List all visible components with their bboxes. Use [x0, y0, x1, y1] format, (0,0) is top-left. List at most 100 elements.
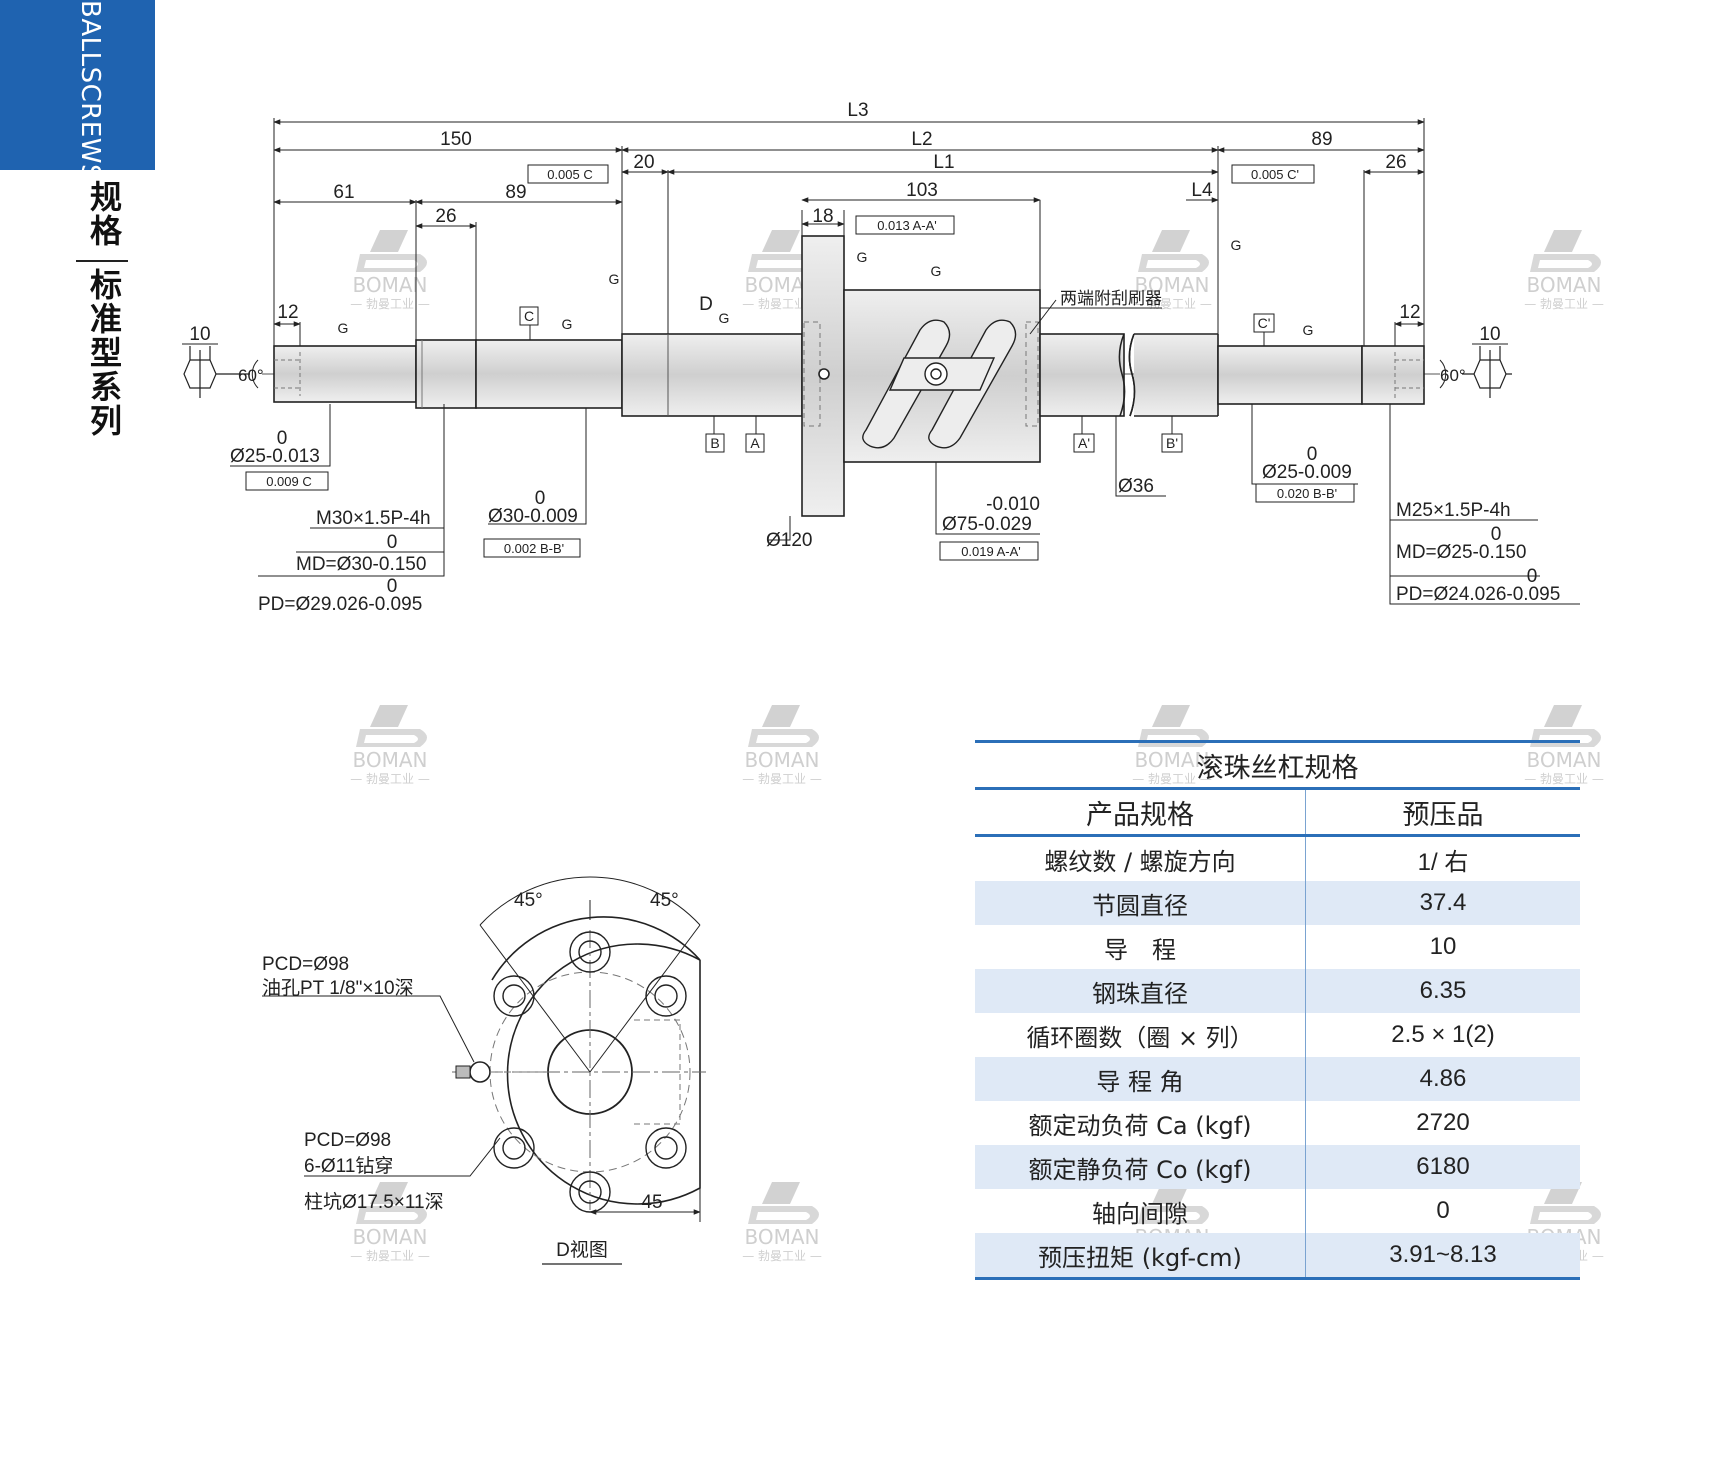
- dim-l2: L2: [911, 129, 932, 150]
- row-value: 6.35: [1305, 969, 1580, 1013]
- label-d30-top: 0: [535, 488, 546, 509]
- label-m30: M30×1.5P-4h: [316, 508, 431, 529]
- flange-dim-45: 45: [641, 1192, 662, 1213]
- label-d30: Ø30-0.009: [488, 506, 578, 527]
- dim-20: 20: [633, 152, 654, 173]
- watermark-sub: — 勃曼工业 —: [742, 1249, 822, 1263]
- dim-61: 61: [333, 182, 354, 203]
- row-label: 节圆直径: [975, 881, 1306, 925]
- dim-12-left: 12: [277, 302, 298, 323]
- dim-10-left: 10: [189, 324, 210, 345]
- dim-10-right: 10: [1479, 324, 1500, 345]
- sidebar-tab: BALLSCREWS: [0, 0, 155, 181]
- spec-table-title: 滚珠丝杠规格: [975, 740, 1580, 790]
- spec-table-title-row: 滚珠丝杠规格: [975, 740, 1580, 790]
- table-row: 预压扭矩 (kgf-cm)3.91~8.13: [975, 1233, 1580, 1280]
- screw-shaft-left: [621, 333, 803, 417]
- row-value: 2.5 × 1(2): [1391, 1021, 1495, 1048]
- watermark-text: BOMAN: [744, 748, 819, 772]
- watermark-sub: — 勃曼工业 —: [1524, 297, 1604, 311]
- label-pd24: PD=Ø24.026-0.095: [1396, 584, 1560, 605]
- row-value: 37.4: [1305, 881, 1580, 925]
- label-md30-top: 0: [387, 532, 398, 553]
- row-value: 6180: [1305, 1145, 1580, 1189]
- tol-runout-bb2: 0.020 B-B': [1277, 486, 1337, 501]
- watermark-sub: — 勃曼工业 —: [742, 772, 822, 786]
- row-label: 轴向间隙: [975, 1189, 1306, 1233]
- row-label: 导 程 角: [975, 1057, 1306, 1101]
- datum-b: B: [710, 435, 719, 451]
- datum-a: A: [750, 435, 760, 451]
- dim-103: 103: [906, 180, 938, 201]
- table-row: 额定静负荷 Co (kgf)6180: [975, 1145, 1580, 1189]
- dim-l3: L3: [847, 100, 868, 121]
- table-row: 螺纹数 / 螺旋方向 1/ 右: [975, 835, 1580, 881]
- tol-runout-aa: 0.019 A-A': [961, 544, 1021, 559]
- tol-perp-aa: 0.013 A-A': [877, 218, 937, 233]
- hex-end-right: [1462, 346, 1512, 398]
- surface-g1: G: [338, 320, 349, 336]
- table-row: 循环圈数（圈 × 列） 2.5 × 1(2): [975, 1013, 1580, 1057]
- datum-b-prime: B': [1166, 435, 1178, 451]
- row-value: 2720: [1416, 1109, 1470, 1136]
- row-label: 额定动负荷 Ca (kgf): [975, 1101, 1306, 1145]
- label-d120: Ø120: [766, 530, 812, 551]
- dimension-lines: [182, 118, 1580, 605]
- label-md25-top: 0: [1491, 524, 1502, 545]
- oil-pcd-label: PCD=Ø98: [262, 954, 349, 975]
- return-tube: [862, 319, 1017, 449]
- left-end-journal: [273, 345, 417, 403]
- label-md30: MD=Ø30-0.150: [296, 554, 426, 575]
- label-wiper: 两端附刮刷器: [1060, 289, 1162, 308]
- datum-c: C: [524, 308, 534, 324]
- tol-runout-bb: 0.002 B-B': [504, 541, 564, 556]
- dimension-text: L3 150 L2 89 20 L1 26 61 89 26 103 18 L4…: [189, 100, 1560, 615]
- label-d25: Ø25-0.013: [230, 446, 320, 467]
- datum-text: C B A A' B' C' 0.005 C 0.005 C' 0.013 A-…: [266, 167, 1337, 559]
- dim-12-right: 12: [1399, 302, 1420, 323]
- sidebar-title: 规格: [85, 180, 123, 248]
- surface-g6: G: [609, 271, 620, 287]
- label-d75: Ø75-0.029: [942, 514, 1032, 535]
- label-m25: M25×1.5P-4h: [1396, 500, 1511, 521]
- row-label: 导 程: [975, 925, 1306, 969]
- surface-g2: G: [562, 316, 573, 332]
- watermark-text: BOMAN: [352, 748, 427, 772]
- row-label: 螺纹数 / 螺旋方向: [975, 835, 1306, 881]
- bolt-hole-label: 6-Ø11钻穿: [304, 1155, 393, 1177]
- spec-table-header: 产品规格 预压品: [975, 788, 1580, 837]
- row-label: 额定静负荷 Co (kgf): [975, 1145, 1306, 1189]
- row-label: 预压扭矩 (kgf-cm): [975, 1233, 1306, 1280]
- label-d75-top: -0.010: [986, 494, 1040, 515]
- surface-g8: G: [1231, 237, 1242, 253]
- flange-view: [262, 876, 706, 1265]
- label-md25: MD=Ø25-0.150: [1396, 542, 1526, 563]
- watermark-sub: — 勃曼工业 —: [350, 772, 430, 786]
- watermark-sub: — 勃曼工业 —: [350, 1249, 430, 1263]
- tol-conc-c: 0.009 C: [266, 474, 312, 489]
- bolt-pcd-label: PCD=Ø98: [304, 1130, 391, 1151]
- watermark-text: BOMAN: [1134, 273, 1209, 297]
- label-d25r-top: 0: [1307, 444, 1318, 465]
- table-row: 导 程 10: [975, 925, 1580, 969]
- left-bearing-journal: [475, 339, 623, 409]
- row-label: 循环圈数（圈 × 列）: [975, 1013, 1306, 1057]
- row-value: 10: [1429, 933, 1457, 960]
- datum-d: D: [699, 294, 713, 315]
- dim-26-left: 26: [435, 206, 456, 227]
- header-preload: 预压品: [1305, 788, 1580, 837]
- right-thread: [1361, 345, 1425, 405]
- row-value: 1/ 右: [1417, 848, 1469, 876]
- table-row: 额定动负荷 Ca (kgf) 2720: [975, 1101, 1580, 1145]
- sidebar-divider: [76, 260, 128, 262]
- dim-18: 18: [812, 206, 833, 227]
- datum-markers: [245, 164, 1355, 561]
- dim-26-right: 26: [1385, 152, 1406, 173]
- dim-l4: L4: [1191, 180, 1213, 201]
- counterbore-label: 柱坑Ø17.5×11深: [304, 1191, 444, 1213]
- watermark-text: BOMAN: [352, 1225, 427, 1249]
- left-thread: [415, 339, 477, 409]
